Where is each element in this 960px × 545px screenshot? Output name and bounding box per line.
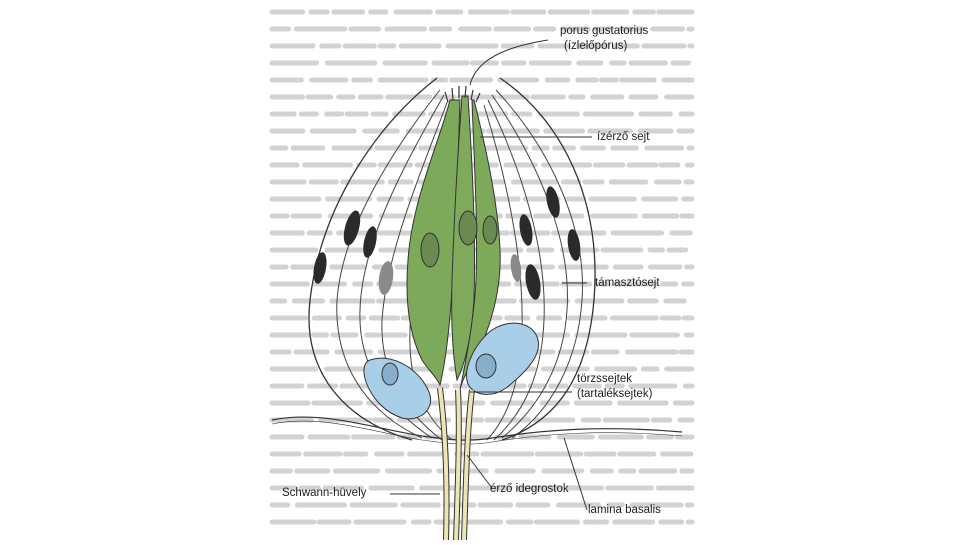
receptor-nucleus <box>420 232 440 268</box>
stem-nucleus <box>381 362 399 386</box>
pointer-porus <box>469 39 549 86</box>
label-izerzo-sejt: ízérző sejt <box>597 131 650 143</box>
receptor-nucleus <box>482 215 498 245</box>
nerve-fibers <box>437 387 475 541</box>
lamina-basalis-line <box>271 416 683 441</box>
stem-nucleus <box>475 353 497 379</box>
label-izlelo-porus: (ízlelőpórus) <box>564 40 628 52</box>
taste-bud-figure: porus gustatorius (ízlelőpórus) ízérző s… <box>262 0 702 541</box>
label-schwann-huvely: Schwann-hüvely <box>282 487 367 499</box>
microvilli <box>444 85 481 103</box>
taste-receptor-cells <box>406 95 501 391</box>
leader-lines <box>390 39 592 511</box>
stem-cells <box>363 322 540 420</box>
pointer-lamina <box>563 437 588 511</box>
stem-cell-left <box>363 357 432 420</box>
receptor-nucleus <box>458 210 478 246</box>
taste-bud-outline <box>308 77 596 441</box>
label-tamasztosejt: támasztósejt <box>595 277 660 289</box>
label-tartaleksejtek: (tartaléksejtek) <box>577 388 653 400</box>
lamina-basalis-line-2 <box>271 420 683 445</box>
label-porus-gustatorius: porus gustatorius <box>560 25 649 37</box>
label-erzo-idegrostok: érző idegrostok <box>490 483 569 495</box>
label-torzssejtek: törzssejtek <box>577 373 632 385</box>
taste-bud-diagram <box>269 9 695 541</box>
label-lamina-basalis: lamina basalis <box>588 504 661 516</box>
pointer-erzo <box>466 454 493 489</box>
supporting-cell-nuclei <box>313 186 581 300</box>
